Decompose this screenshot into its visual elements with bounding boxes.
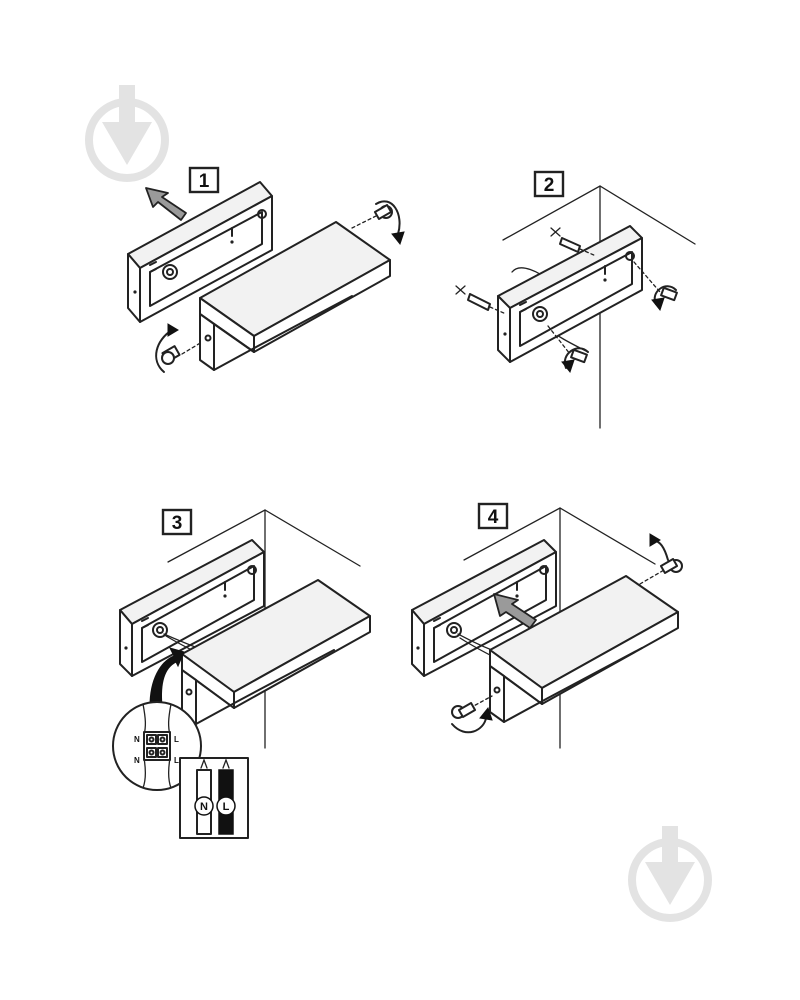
- step-1-badge: 1: [188, 166, 220, 194]
- terminal-label-n-top: N: [134, 735, 140, 744]
- mounting-plate-3: [119, 539, 265, 677]
- lamp-body: [199, 221, 391, 371]
- step-4-number: 4: [488, 507, 499, 528]
- watermark-bottom-right-icon: [628, 826, 712, 922]
- mounting-plate: [127, 181, 273, 323]
- remove-arrow-icon: [145, 187, 187, 221]
- step-1-panel: 1: [127, 166, 405, 373]
- neutral-label: N: [200, 801, 208, 813]
- live-wire-icon: L: [216, 796, 236, 816]
- step-2-panel: 2: [455, 170, 696, 429]
- step-4-badge: 4: [477, 502, 509, 530]
- terminal-label-n-bottom: N: [134, 756, 140, 765]
- step-3-badge: 3: [161, 508, 193, 536]
- terminal-label-l-bottom: L: [174, 756, 179, 765]
- mounting-plate-4: [411, 539, 557, 677]
- lamp-body-4: [489, 575, 679, 723]
- screw-bottom-4-icon: [451, 695, 493, 734]
- lamp-body-3: [181, 579, 371, 725]
- screw-bottom-right-icon: [547, 325, 589, 374]
- wall-plug-left-icon: [455, 285, 507, 315]
- connect-arrow-icon: [149, 647, 185, 707]
- screw-bottom-icon: [155, 323, 203, 373]
- wire-legend: N L: [179, 757, 249, 839]
- step-3-number: 3: [172, 513, 183, 534]
- watermark-top-left-icon: [85, 85, 169, 182]
- neutral-wire-icon: N: [194, 796, 214, 816]
- step-2-badge: 2: [533, 170, 565, 198]
- live-label: L: [223, 801, 230, 813]
- step-3-panel: 3: [112, 508, 371, 839]
- screw-top-4-icon: [639, 533, 683, 585]
- terminal-label-l-top: L: [174, 735, 179, 744]
- attach-arrow-icon: [493, 593, 537, 629]
- wall-plug-top-icon: [550, 227, 597, 257]
- screw-top-icon: [351, 200, 405, 246]
- step-2-number: 2: [544, 175, 555, 196]
- step-1-number: 1: [199, 171, 210, 192]
- step-4-panel: 4: [411, 502, 683, 749]
- screw-right-icon: [633, 261, 678, 312]
